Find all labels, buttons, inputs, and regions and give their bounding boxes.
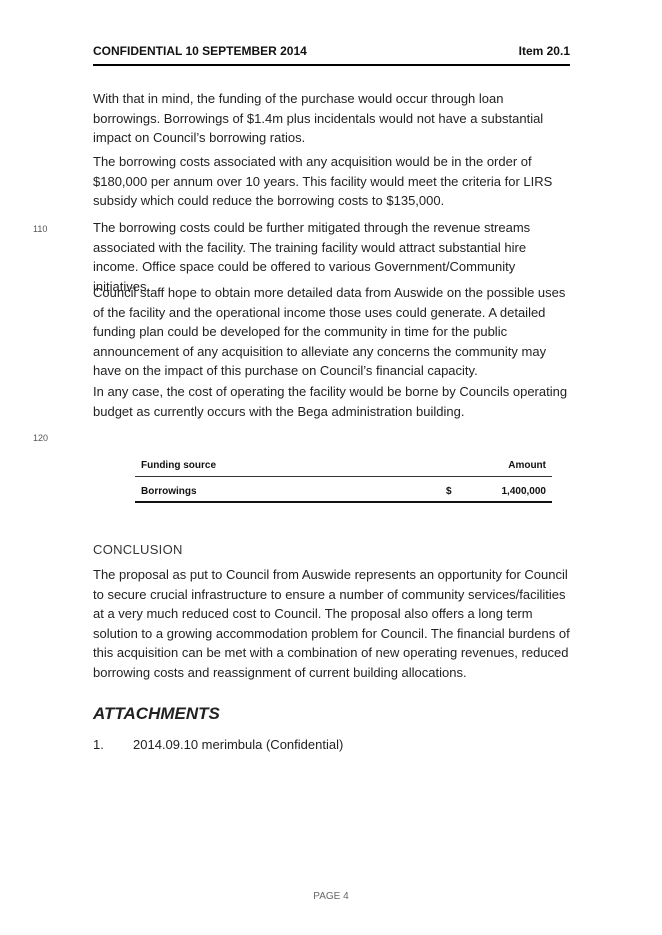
page-number: PAGE 4 (313, 891, 349, 902)
cell-currency: $ (446, 486, 452, 497)
paragraph-funding: With that in mind, the funding of the pu… (93, 91, 544, 146)
paragraph-council-staff: Council staff hope to obtain more detail… (93, 285, 566, 379)
attachment-label: 2014.09.10 merimbula (Confidential) (133, 737, 344, 752)
attachment-number: 1. (93, 737, 104, 752)
cell-source-borrowings: Borrowings (141, 486, 197, 497)
header-funding-source: Funding source (141, 460, 216, 471)
paragraph-borrowing-costs: The borrowing costs associated with any … (93, 154, 553, 209)
page-header: CONFIDENTIAL 10 SEPTEMBER 2014 Item 20.1 (93, 44, 570, 66)
funding-table: Funding source Amount Borrowings $ 1,400… (135, 454, 552, 503)
attachments-heading: ATTACHMENTS (93, 704, 220, 723)
table-row: Borrowings $ 1,400,000 (135, 477, 552, 503)
attachment-item: 1. 2014.09.10 merimbula (Confidential) (93, 737, 343, 752)
item-number: Item 20.1 (518, 44, 570, 58)
paragraph-operating-cost: In any case, the cost of operating the f… (93, 384, 568, 419)
header-title: CONFIDENTIAL 10 SEPTEMBER 2014 (93, 44, 307, 58)
line-number-110: 110 (33, 224, 48, 234)
header-amount: Amount (508, 460, 546, 471)
conclusion-heading: CONCLUSION (93, 542, 183, 557)
conclusion-paragraph: The proposal as put to Council from Ausw… (93, 567, 570, 680)
table-header-row: Funding source Amount (135, 454, 552, 477)
paragraph-revenue-streams: The borrowing costs could be further mit… (93, 220, 531, 294)
line-number-120: 120 (33, 433, 49, 443)
cell-amount: 1,400,000 (501, 486, 547, 497)
